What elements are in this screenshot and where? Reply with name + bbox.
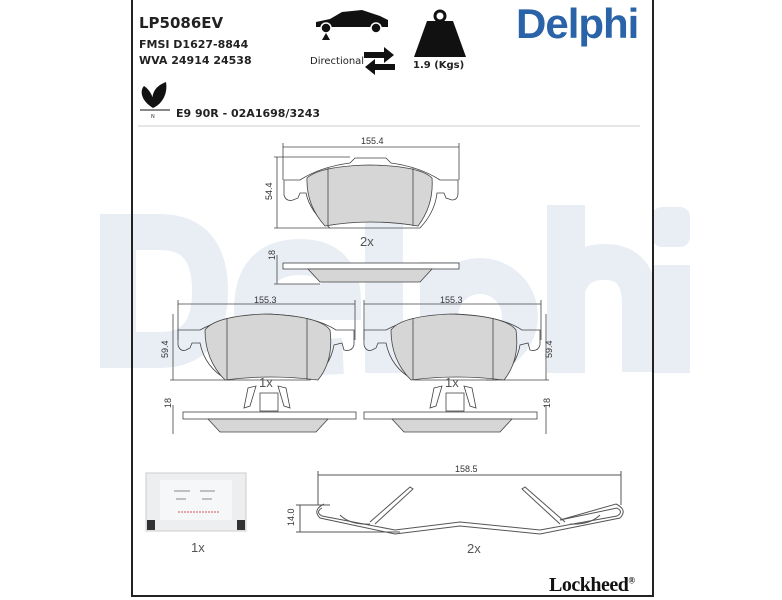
right-pad-width: 155.3 bbox=[440, 295, 463, 305]
drawing-frame bbox=[131, 0, 654, 597]
spring-qty: 2x bbox=[467, 541, 481, 556]
directional-label: Directional bbox=[310, 56, 365, 67]
approval-code: E9 90R - 02A1698/3243 bbox=[176, 107, 321, 120]
lockheed-logo: Lockheed® bbox=[549, 574, 635, 597]
top-pad-height: 54.4 bbox=[264, 182, 274, 200]
delphi-logo: Delphi bbox=[516, 0, 639, 47]
car-axle-icon bbox=[316, 10, 388, 40]
right-pad-thickness: 18 bbox=[542, 398, 552, 408]
directional-arrows-icon bbox=[364, 47, 395, 75]
left-pad-drawing bbox=[170, 300, 357, 434]
spring-width: 158.5 bbox=[455, 464, 478, 474]
grease-sachet-image bbox=[145, 472, 247, 532]
eco-label: N bbox=[151, 114, 155, 120]
top-pad-qty: 2x bbox=[360, 234, 374, 249]
left-pad-height: 59.4 bbox=[160, 340, 170, 358]
spring-drawing bbox=[296, 471, 624, 535]
sachet-qty: 1x bbox=[191, 540, 205, 555]
fmsi-code: FMSI D1627-8844 bbox=[139, 38, 249, 51]
top-pad-width: 155.4 bbox=[361, 136, 384, 146]
weight-icon bbox=[414, 9, 466, 57]
right-pad-height: 59.4 bbox=[544, 340, 554, 358]
left-pad-qty: 1x bbox=[259, 375, 273, 390]
wva-code: WVA 24914 24538 bbox=[139, 54, 252, 67]
left-pad-thickness: 18 bbox=[163, 398, 173, 408]
eco-leaf-icon: N bbox=[140, 82, 170, 120]
registered-mark: ® bbox=[628, 575, 635, 586]
right-pad-qty: 1x bbox=[445, 375, 459, 390]
top-pad-drawing bbox=[274, 143, 460, 285]
lockheed-name: Lockheed bbox=[549, 574, 629, 596]
left-pad-width: 155.3 bbox=[254, 295, 277, 305]
right-pad-drawing bbox=[363, 300, 549, 434]
top-pad-thickness: 18 bbox=[267, 250, 277, 260]
spring-height: 14.0 bbox=[286, 508, 296, 526]
weight-label: 1.9 (Kgs) bbox=[413, 60, 465, 71]
part-number: LP5086EV bbox=[139, 14, 224, 32]
